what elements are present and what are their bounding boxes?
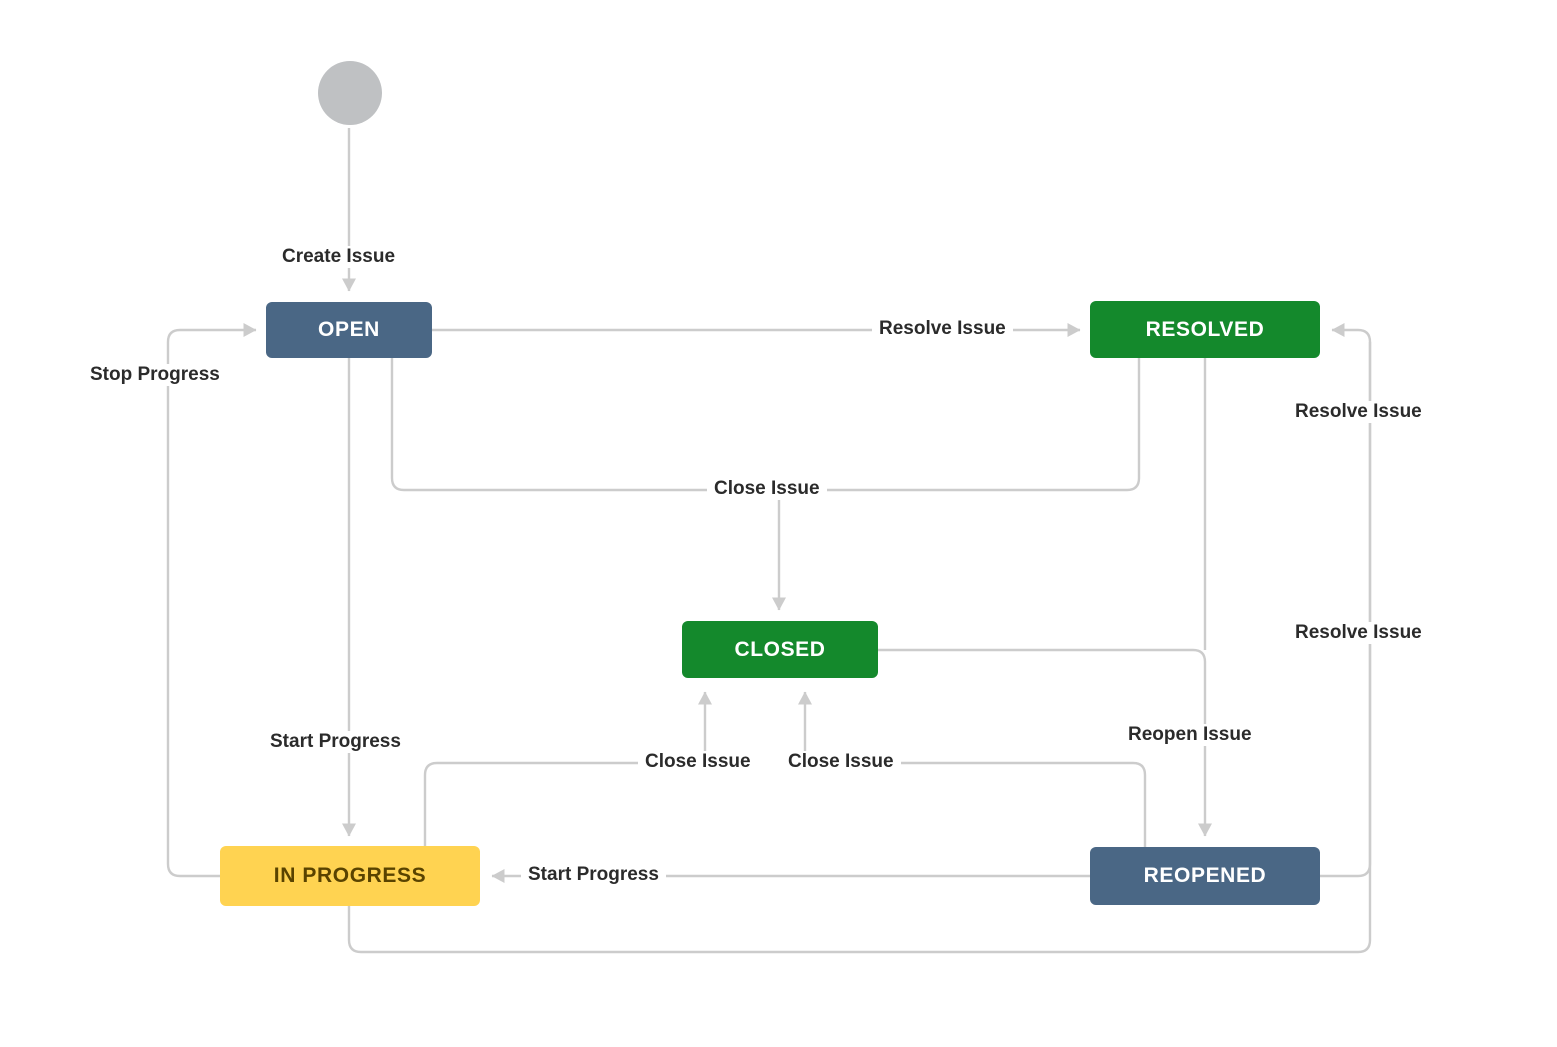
edge-label-close-issue-right: Close Issue	[781, 751, 901, 773]
node-reopened[interactable]: REOPENED	[1090, 847, 1320, 905]
edge-reopen-issue	[878, 648, 1212, 837]
node-reopened-label: REOPENED	[1143, 864, 1267, 887]
node-in-progress[interactable]: IN PROGRESS	[220, 846, 480, 906]
node-in-progress-label: IN PROGRESS	[273, 864, 427, 887]
edge-label-resolve-issue-lower-right: Resolve Issue	[1288, 622, 1429, 644]
node-resolved-label: RESOLVED	[1145, 317, 1265, 341]
edge-label-resolve-issue-open: Resolve Issue	[872, 318, 1013, 340]
edge-label-start-progress-bottom: Start Progress	[521, 864, 666, 886]
edge-label-resolve-issue-upper-right: Resolve Issue	[1288, 401, 1429, 423]
edge-label-create-issue: Create Issue	[275, 246, 403, 268]
edge-label-close-issue-left: Close Issue	[638, 751, 758, 773]
edge-resolved-to-closed	[779, 358, 1141, 492]
edge-label-close-issue-mid: Close Issue	[707, 478, 827, 500]
node-open-label: OPEN	[318, 318, 380, 341]
edge-label-reopen-issue: Reopen Issue	[1121, 724, 1259, 746]
edge-inprogress-to-resolved	[347, 342, 1372, 954]
edge-label-start-progress-left: Start Progress	[263, 731, 408, 753]
edge-stop-progress	[166, 323, 257, 878]
node-closed[interactable]: CLOSED	[682, 621, 878, 678]
node-resolved[interactable]: RESOLVED	[1090, 301, 1320, 358]
start-state-circle[interactable]	[318, 61, 382, 125]
edge-label-stop-progress: Stop Progress	[83, 364, 227, 386]
edge-open-to-closed	[390, 357, 786, 611]
node-open[interactable]: OPEN	[266, 302, 432, 358]
edge-inprogress-to-closed	[423, 691, 712, 846]
node-closed-label: CLOSED	[734, 637, 826, 661]
